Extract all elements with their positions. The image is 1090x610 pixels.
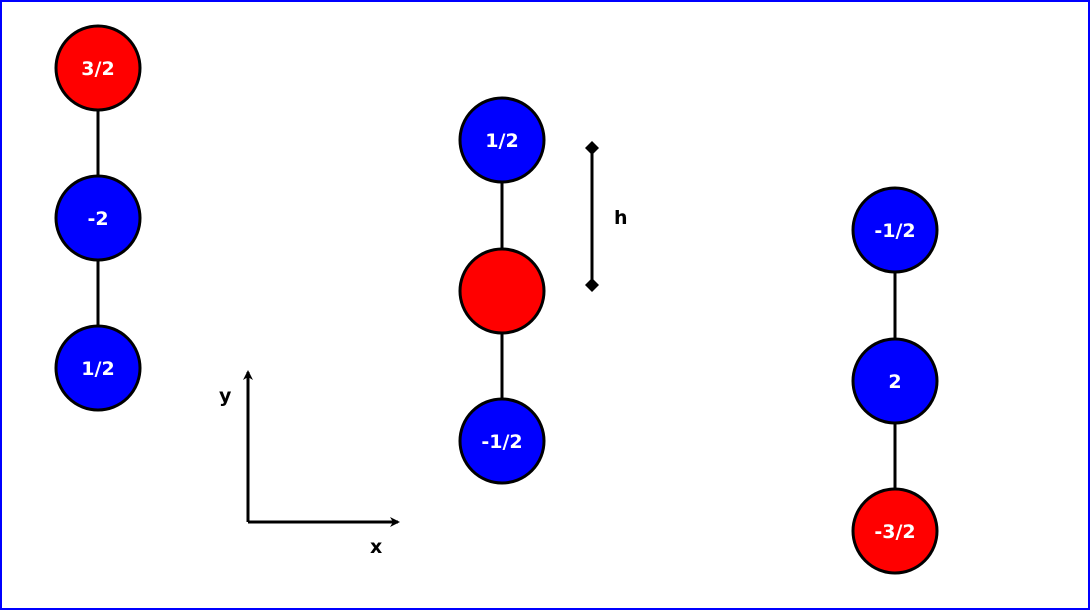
spacing-tick-top xyxy=(585,141,599,155)
atom-charge-label: -2 xyxy=(87,208,108,230)
molecule-right: -1/2 2 -3/2 xyxy=(851,186,939,575)
atom-blue xyxy=(458,96,546,184)
atom-red xyxy=(54,24,142,112)
atom-charge-label: -1/2 xyxy=(874,220,915,242)
atom-blue xyxy=(54,324,142,412)
atom-blue xyxy=(851,186,939,274)
spacing-tick-bottom xyxy=(585,278,599,292)
axes: y x xyxy=(219,370,400,558)
molecule-left: 3/2 -2 1/2 xyxy=(54,24,142,412)
atom-red xyxy=(458,247,546,335)
molecule-middle: 1/2 -1/2 xyxy=(458,96,546,485)
atom-red xyxy=(851,487,939,575)
atom-charge-label: 2 xyxy=(888,371,901,393)
spacing-label: h xyxy=(614,207,628,229)
molecules-layer: 3/2 -2 1/2 1/2 -1/2 -1/2 2 -3/2 xyxy=(54,24,939,575)
y-axis-label: y xyxy=(219,385,232,407)
atom-blue xyxy=(54,174,142,262)
atom-blue xyxy=(851,337,939,425)
atom-charge-label: 3/2 xyxy=(81,58,114,80)
atom-charge-label: -3/2 xyxy=(874,521,915,543)
atom-blue xyxy=(458,397,546,485)
spacing-indicator: h xyxy=(585,141,628,292)
atom-charge-label: -1/2 xyxy=(481,431,522,453)
atom-charge-label: 1/2 xyxy=(485,130,518,152)
x-axis-label: x xyxy=(370,536,382,558)
atom-charge-label: 1/2 xyxy=(81,358,114,380)
